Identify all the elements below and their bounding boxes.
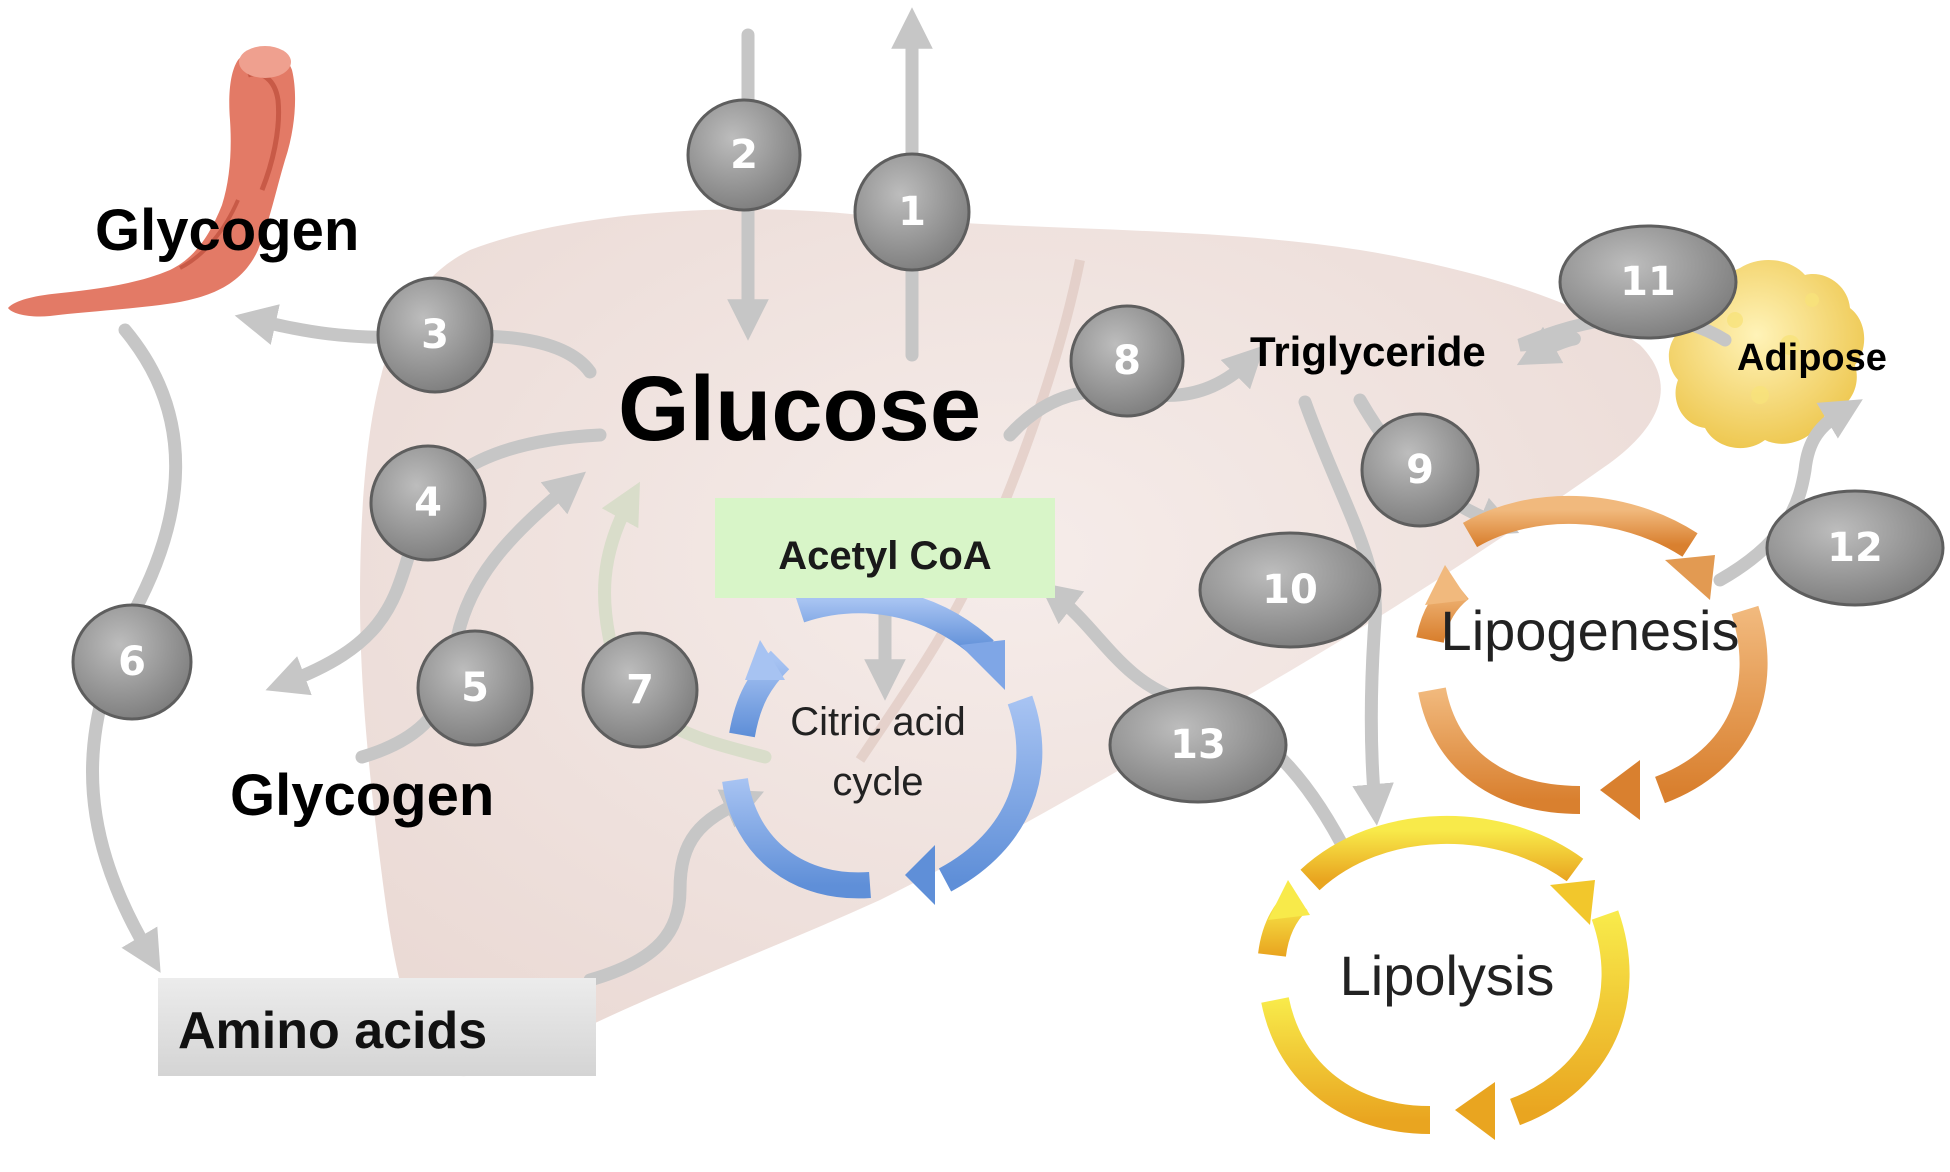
triglyceride-label: Triglyceride — [1250, 328, 1486, 375]
step-badge-13: 13 — [1108, 686, 1288, 804]
lipolysis-label: Lipolysis — [1340, 944, 1555, 1007]
lipogenesis-label: Lipogenesis — [1441, 599, 1740, 662]
svg-text:8: 8 — [1113, 338, 1141, 384]
step-badge-8: 8 — [1069, 304, 1185, 418]
lipolysis-ring — [1258, 816, 1630, 1140]
lipogenesis-ring — [1416, 495, 1768, 820]
amino-acids-label: Amino acids — [178, 1002, 487, 1060]
arrow-step-10 — [1298, 395, 1394, 826]
step-badge-10: 10 — [1198, 531, 1382, 649]
step-badge-1: 1 — [853, 152, 971, 272]
step-badge-11: 11 — [1558, 224, 1738, 340]
acetyl-coa-box — [715, 498, 1055, 598]
glycogen-muscle-label: Glycogen — [95, 198, 359, 263]
step-badge-5: 5 — [416, 629, 534, 747]
step-badge-6: 6 — [71, 603, 193, 721]
glycogen-liver-label: Glycogen — [230, 763, 494, 828]
svg-text:2: 2 — [730, 132, 758, 178]
svg-text:9: 9 — [1406, 447, 1434, 493]
svg-text:6: 6 — [118, 639, 146, 685]
arm-muscle-icon — [8, 46, 296, 317]
step-badge-7: 7 — [581, 631, 699, 749]
step-badge-3: 3 — [376, 276, 494, 394]
step-badge-12: 12 — [1765, 489, 1945, 607]
arrow-step-6 — [86, 323, 183, 973]
amino-acids-box — [158, 978, 596, 1076]
svg-text:3: 3 — [421, 312, 449, 358]
svg-text:13: 13 — [1170, 722, 1226, 768]
step-badges: 1 2 3 4 5 6 7 8 9 10 11 12 13 — [71, 98, 1945, 804]
step-badge-9: 9 — [1360, 412, 1480, 528]
svg-text:7: 7 — [626, 667, 654, 713]
citric-acid-label-line1: Citric acid — [790, 700, 966, 744]
citric-acid-cycle-ring — [722, 587, 1043, 905]
citric-acid-label-line2: cycle — [832, 760, 923, 804]
glucose-label: Glucose — [618, 358, 981, 460]
arrow-amino-to-cycle — [583, 789, 765, 987]
svg-text:5: 5 — [461, 665, 489, 711]
svg-text:4: 4 — [414, 480, 442, 526]
acetyl-coa-label: Acetyl CoA — [778, 534, 991, 578]
step-badge-4: 4 — [369, 444, 487, 562]
svg-text:12: 12 — [1827, 525, 1883, 571]
svg-text:1: 1 — [898, 189, 926, 235]
adipose-label: Adipose — [1737, 337, 1887, 379]
svg-text:11: 11 — [1620, 259, 1676, 305]
arrow-step-12 — [1713, 399, 1863, 587]
svg-text:10: 10 — [1262, 567, 1318, 613]
step-badge-2: 2 — [686, 98, 802, 212]
